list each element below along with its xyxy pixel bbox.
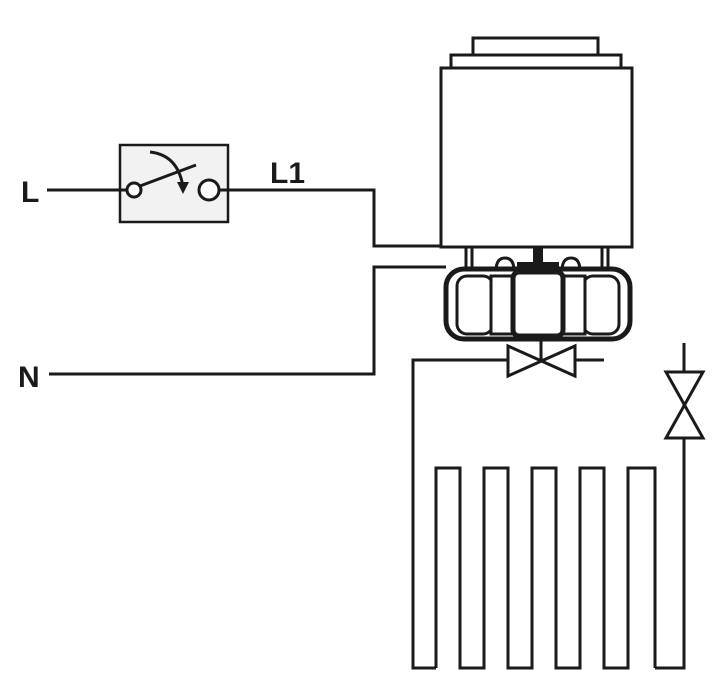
valve-icon [663, 370, 706, 440]
label-switched-live: L1 [270, 157, 305, 190]
underfloor-heating-loop-icon [434, 466, 657, 670]
label-live: L [21, 176, 39, 209]
thermal-actuator-icon [439, 36, 634, 272]
neutral-wire [49, 265, 446, 376]
valve-adapter-icon [443, 266, 633, 342]
switch-icon [118, 143, 230, 224]
label-neutral: N [18, 361, 40, 394]
switched-live-wire [219, 188, 443, 248]
return-pipe [655, 343, 686, 670]
valve-icon [506, 343, 577, 379]
